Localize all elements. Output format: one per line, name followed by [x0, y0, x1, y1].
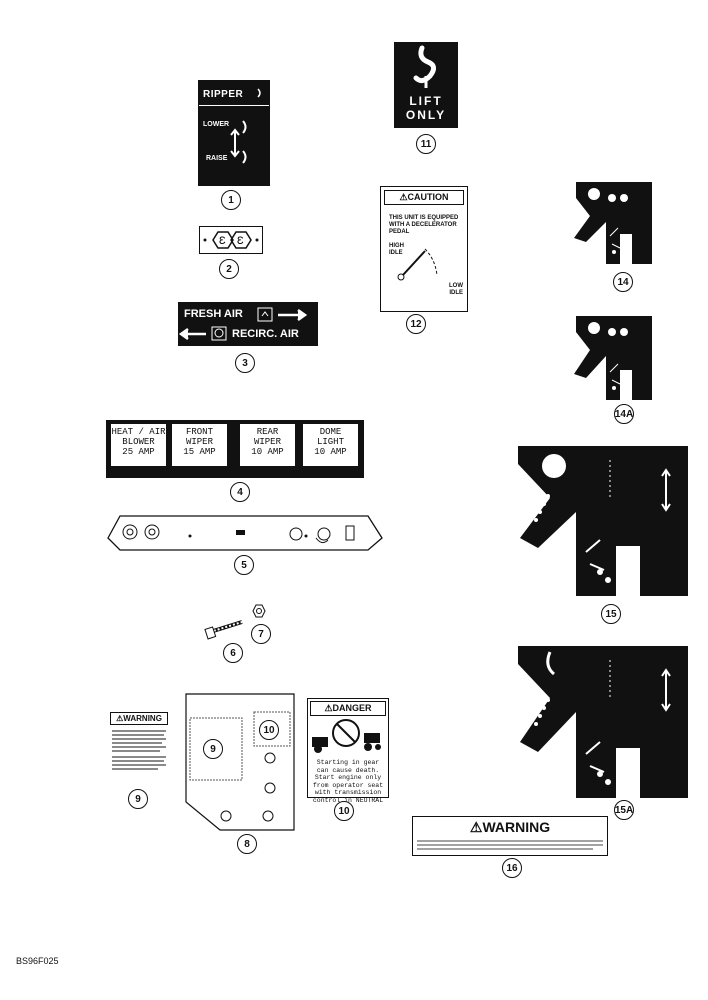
hex-switch-icon: Ɛ Ɛ	[203, 231, 259, 249]
nut-icon	[252, 604, 266, 618]
warning-decal-small: ⚠WARNING	[110, 712, 168, 776]
danger-decal-title: ⚠DANGER	[310, 701, 386, 716]
callout-12: 12	[406, 314, 426, 334]
callout-8: 8	[237, 834, 257, 854]
callout-15: 15	[601, 604, 621, 624]
fresh-air-decal: FRESH AIR RECIRC. AIR	[178, 302, 318, 346]
callout-6: 6	[223, 643, 243, 663]
decal-panel-icon	[185, 693, 295, 831]
callout-1: 1	[221, 190, 241, 210]
caution-decal-title: ⚠CAUTION	[384, 190, 464, 205]
callout-9b: 9	[203, 739, 223, 759]
callout-3: 3	[235, 353, 255, 373]
callout-15a: 15A	[614, 800, 634, 820]
danger-decal-text: Starting in gear can cause death. Start …	[312, 759, 384, 804]
callout-11: 11	[416, 134, 436, 154]
callout-7: 7	[251, 624, 271, 644]
warning-decal-small-title: ⚠WARNING	[110, 712, 168, 725]
air-direction-arrows-icon	[178, 307, 308, 341]
pedal-arc-icon	[397, 248, 438, 281]
callout-14a: 14A	[614, 404, 634, 424]
bolt-icon	[204, 620, 243, 640]
fuse-cell-dome-light: DOME LIGHT 10 AMP	[303, 424, 358, 466]
ripper-decal: RIPPER LOWER RAISE	[198, 80, 270, 186]
ripper-arrows-icon	[230, 88, 261, 164]
control-decal-14a-icon	[574, 316, 652, 400]
control-decal-14-icon	[574, 182, 652, 264]
callout-16: 16	[502, 858, 522, 878]
control-decal-15-icon	[518, 446, 688, 596]
callout-2: 2	[219, 259, 239, 279]
ripper-decal-raise: RAISE	[206, 155, 228, 162]
callout-4: 4	[230, 482, 250, 502]
callout-10a: 10	[334, 801, 354, 821]
lever-lift-icon	[413, 45, 436, 88]
caution-decal-text: THIS UNIT IS EQUIPPED WITH A DECELERATOR…	[389, 215, 459, 235]
callout-14: 14	[613, 272, 633, 292]
caution-low-idle: LOW IDLE	[449, 283, 463, 296]
fuse-cell-front-wiper: FRONT WIPER 15 AMP	[172, 424, 227, 466]
warning-strip-text-lines-icon	[417, 840, 603, 850]
fuse-decal: HEAT / AIR BLOWER 25 AMP FRONT WIPER 15 …	[106, 420, 364, 478]
fuse-cell-rear-wiper: REAR WIPER 10 AMP	[240, 424, 295, 466]
lift-only-decal: LIFT ONLY	[394, 42, 458, 128]
callout-10b: 10	[259, 720, 279, 740]
ripper-decal-title: RIPPER	[203, 89, 244, 100]
fresh-air-label: FRESH AIR	[184, 308, 243, 320]
caution-high-idle: HIGH IDLE	[389, 243, 404, 256]
control-decal-15a-icon	[518, 646, 688, 798]
figure-code: BS96F025	[16, 956, 59, 966]
warning-text-lines-icon	[112, 730, 166, 770]
callout-5: 5	[234, 555, 254, 575]
ripper-decal-lower: LOWER	[203, 121, 230, 128]
caution-decal: ⚠CAUTION THIS UNIT IS EQUIPPED WITH A DE…	[380, 186, 468, 312]
svg-text:Ɛ: Ɛ	[237, 235, 244, 247]
tractor-hazard-icon	[312, 719, 381, 753]
switch-plate: Ɛ Ɛ	[199, 226, 263, 254]
callout-9a: 9	[128, 789, 148, 809]
warning-decal-large: ⚠WARNING	[412, 816, 608, 856]
danger-decal: ⚠DANGER Starting in gear can cause death…	[307, 698, 389, 804]
svg-text:Ɛ: Ɛ	[219, 235, 226, 247]
lift-only-line2: ONLY	[405, 108, 447, 122]
warning-decal-large-title: ⚠WARNING	[469, 819, 551, 835]
fuse-cell-heat: HEAT / AIR BLOWER 25 AMP	[111, 424, 166, 466]
recirc-air-label: RECIRC. AIR	[232, 328, 299, 340]
lift-only-line1: LIFT	[409, 94, 443, 108]
switch-panel-icon	[107, 515, 383, 551]
